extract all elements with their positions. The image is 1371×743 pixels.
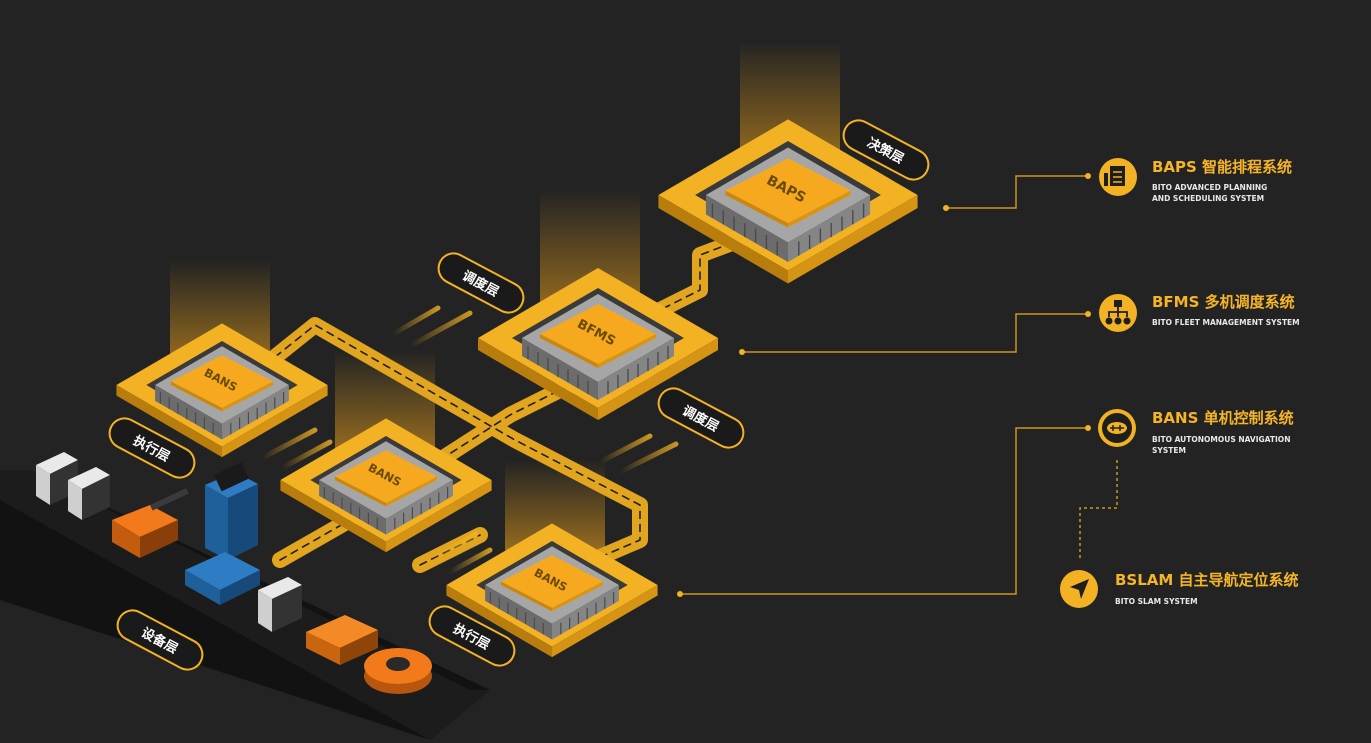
flat-amr-robot [306,615,378,665]
svg-text:AND SCHEDULING SYSTEM: AND SCHEDULING SYSTEM [1152,194,1264,203]
system-title-bslam: BSLAM 自主导航定位系统 [1115,571,1299,589]
system-bans: BANS 单机控制系统 BITO AUTONOMOUS NAVIGATION S… [1152,409,1294,455]
fleet-network-icon [1099,294,1137,332]
chip-bans-3: BANS [445,522,659,658]
shelf-robot-2 [258,577,302,632]
navigation-arrow-icon [1060,570,1098,608]
svg-text:BITO AUTONOMOUS NAVIGATION: BITO AUTONOMOUS NAVIGATION [1152,435,1290,444]
blue-tall-robot [185,462,260,605]
document-planning-icon [1099,158,1137,196]
system-baps: BAPS 智能排程系统 BITO ADVANCED PLANNING AND S… [1152,158,1292,203]
chip-baps: BAPS [657,118,919,285]
svg-text:SYSTEM: SYSTEM [1152,446,1186,455]
layer-pill-dispatch-2: 调度层 [657,387,745,449]
device-robots [36,452,432,694]
svg-text:BITO FLEET MANAGEMENT SYSTEM: BITO FLEET MANAGEMENT SYSTEM [1152,318,1300,327]
connector-lines [680,175,1118,595]
motion-streaks [259,305,679,575]
layer-pill-dispatch-1: 调度层 [437,252,525,314]
chip-bfms: BFMS [477,267,719,421]
chip-bans-2: BANS [279,417,493,553]
layer-pill-decision: 决策层 [842,119,930,181]
robot-dog-icon [1098,409,1136,447]
system-title-bfms: BFMS 多机调度系统 [1152,293,1295,311]
svg-text:BITO SLAM SYSTEM: BITO SLAM SYSTEM [1115,597,1198,606]
shelf-robot [36,452,110,520]
forklift-robot [112,488,189,558]
system-title-bans: BANS 单机控制系统 [1152,409,1294,427]
system-bfms: BFMS 多机调度系统 BITO FLEET MANAGEMENT SYSTEM [1152,293,1300,327]
chip-bans-1: BANS [115,322,329,458]
round-amr-robot [364,648,432,694]
system-title-baps: BAPS 智能排程系统 [1152,158,1292,176]
svg-text:BITO ADVANCED PLANNING: BITO ADVANCED PLANNING [1152,183,1267,192]
system-bslam: BSLAM 自主导航定位系统 BITO SLAM SYSTEM [1115,571,1299,606]
